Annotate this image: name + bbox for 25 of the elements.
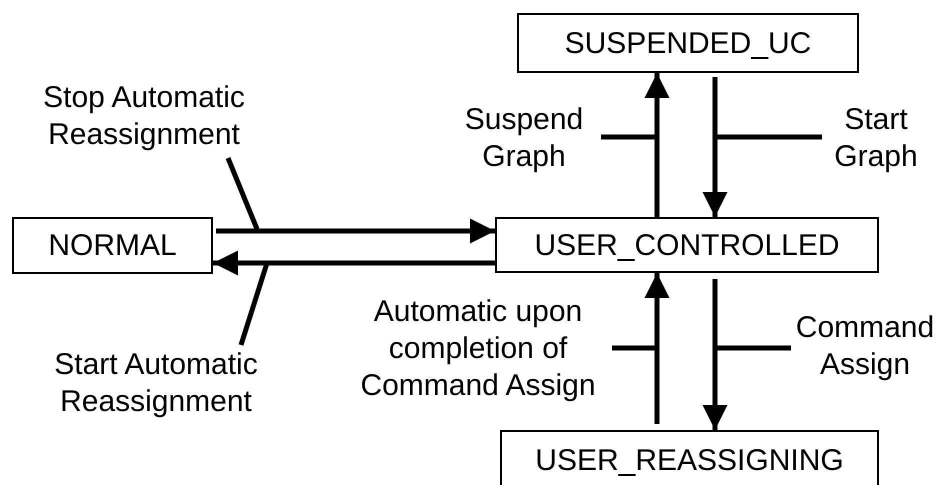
transition-label: Start Graph [833,102,919,175]
state-box [500,430,879,485]
arrow [213,250,495,276]
state-name: NORMAL [48,228,177,264]
leader-line [226,157,260,230]
transition-label: Start Automatic Reassignment [53,347,259,420]
arrow [644,73,670,217]
leader-line [612,346,657,350]
leader-line [715,134,822,140]
transition-label: Suspend Graph [464,102,584,175]
arrow [702,77,728,217]
state-box [517,13,859,73]
leader-line [715,346,791,350]
arrow [216,218,495,244]
arrow [644,273,670,424]
transition-label: Automatic upon completion of Command Assign [359,294,597,404]
state-name: SUSPENDED_UC [564,26,812,62]
state-name: USER_REASSIGNING [535,442,844,478]
transition-label: Command Assign [794,310,936,383]
transition-label: Stop Automatic Reassignment [42,80,246,153]
state-name: USER_CONTROLLED [534,228,840,264]
state-box [12,217,213,274]
leader-line [601,134,657,140]
arrow [702,279,728,430]
state-box [495,217,879,273]
